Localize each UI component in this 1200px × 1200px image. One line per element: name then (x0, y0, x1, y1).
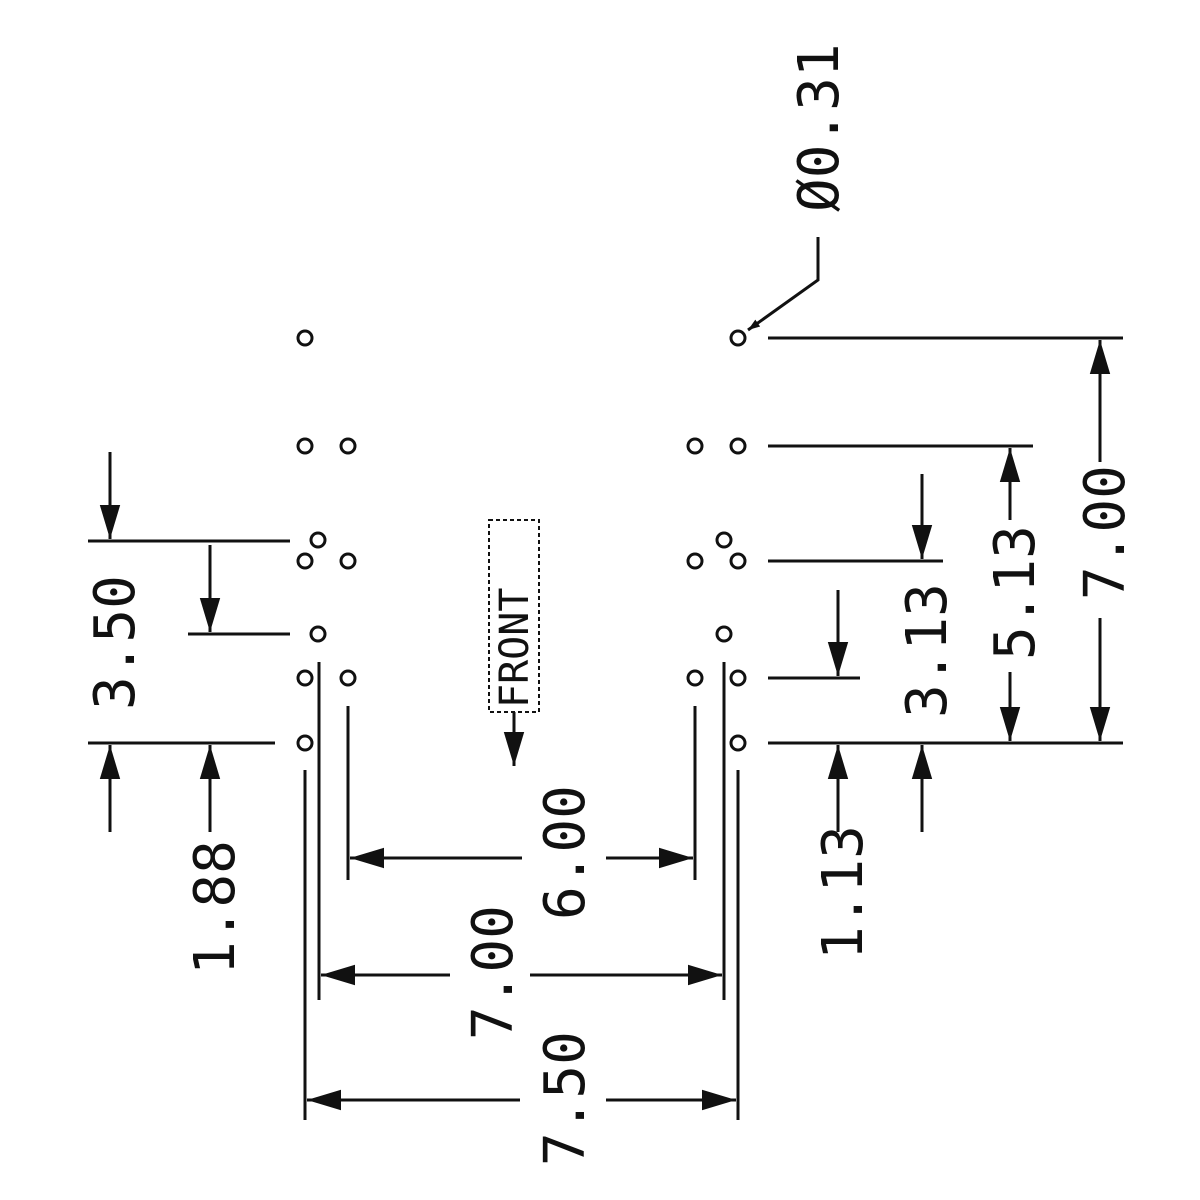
pin-hole (686, 552, 704, 570)
pin-hole (296, 669, 314, 687)
pin-hole (339, 437, 357, 455)
dim-113-label: 1.13 (811, 825, 876, 960)
dim-600-label: 6.00 (533, 785, 598, 920)
pin-hole (729, 329, 747, 347)
dim-513-label: 5.13 (983, 525, 1048, 660)
hole-diameter-callout (747, 237, 820, 332)
pin-holes-left (296, 329, 357, 752)
pin-hole (339, 669, 357, 687)
pin-hole (715, 625, 733, 643)
dim-750-label: 7.50 (533, 1031, 598, 1166)
front-indicator (488, 519, 540, 766)
pin-hole (309, 625, 327, 643)
dim-350-label: 3.50 (83, 575, 148, 710)
pin-hole (729, 437, 747, 455)
front-label: FRONT (492, 588, 538, 708)
hole-diameter-label: Ø0.31 (787, 43, 852, 212)
pin-hole (296, 437, 314, 455)
pin-hole (715, 531, 733, 549)
pin-hole (309, 531, 327, 549)
right-extension-lines (768, 336, 1123, 745)
pin-hole (686, 437, 704, 455)
pin-holes-right (686, 329, 747, 752)
pin-hole (296, 552, 314, 570)
pin-hole (686, 669, 704, 687)
pin-hole (729, 669, 747, 687)
leader-line (747, 237, 820, 332)
dim-700-right-label: 7.00 (1073, 465, 1138, 600)
pin-hole (729, 552, 747, 570)
pin-hole (339, 552, 357, 570)
pin-hole (296, 734, 314, 752)
dim-700-bottom-label: 7.00 (461, 905, 526, 1040)
bottom-extension-lines (303, 662, 740, 1120)
left-extension-lines (88, 539, 290, 745)
dim-313-label: 3.13 (895, 583, 960, 718)
pin-hole (296, 329, 314, 347)
pin-hole (729, 734, 747, 752)
dim-188-label: 1.88 (183, 840, 248, 975)
